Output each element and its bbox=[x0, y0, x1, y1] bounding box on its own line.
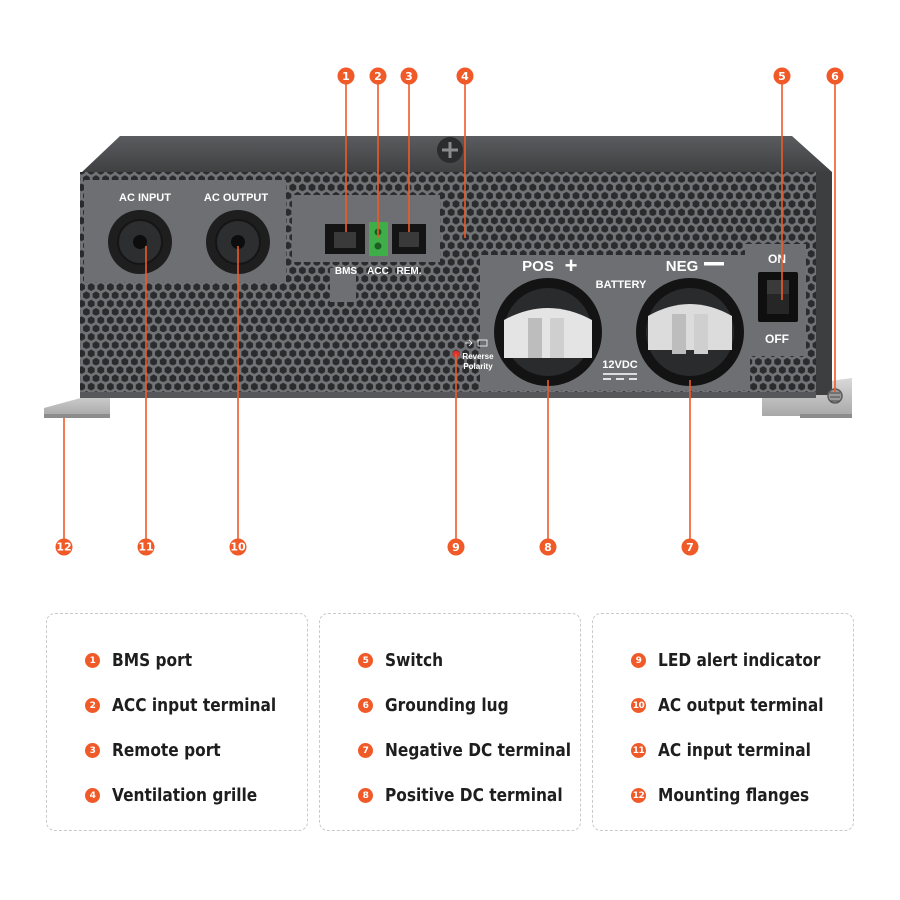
legend-label: Negative DC terminal bbox=[385, 740, 572, 761]
legend-item: 1 BMS port bbox=[85, 638, 307, 683]
positive-dc-terminal bbox=[494, 278, 602, 386]
rem-label: REM. bbox=[397, 266, 422, 277]
legend-badge: 11 bbox=[631, 743, 646, 758]
grounding-lug bbox=[827, 388, 843, 404]
switch-on-label: ON bbox=[768, 252, 786, 266]
legend-item: 12 Mounting flanges bbox=[631, 773, 853, 818]
legend-label: Mounting flanges bbox=[658, 785, 810, 806]
negative-dc-terminal bbox=[636, 278, 744, 386]
callout-badge-8: 8 bbox=[539, 538, 557, 556]
svg-text:5: 5 bbox=[778, 70, 786, 83]
bms-label: BMS bbox=[335, 266, 358, 277]
svg-text:6: 6 bbox=[831, 70, 839, 83]
legend-label: AC output terminal bbox=[658, 695, 824, 716]
legend-box-3: 9 LED alert indicator 10 AC output termina… bbox=[592, 613, 854, 831]
svg-text:1: 1 bbox=[342, 70, 350, 83]
inverter-diagram: AC INPUT AC OUTPUT BMS ACC REM. POS + NE… bbox=[44, 67, 852, 556]
ac-output-label: AC OUTPUT bbox=[204, 192, 268, 204]
legend-box-1: 1 BMS port 2 ACC input terminal 3 Remote po… bbox=[46, 613, 308, 831]
legend-box-2: 5 Switch 6 Grounding lug 7 Negative DC term… bbox=[319, 613, 581, 831]
switch-off-label: OFF bbox=[765, 332, 789, 346]
top-screw bbox=[437, 137, 463, 163]
legend-label: ACC input terminal bbox=[112, 695, 277, 716]
power-switch[interactable] bbox=[758, 272, 798, 322]
dc-symbol-icon bbox=[603, 373, 637, 380]
legend-item: 5 Switch bbox=[358, 638, 580, 683]
voltage-label: 12VDC bbox=[602, 359, 638, 371]
callout-badge-4: 4 bbox=[456, 67, 474, 85]
svg-text:9: 9 bbox=[452, 541, 460, 554]
svg-text:2: 2 bbox=[374, 70, 382, 83]
callout-badge-1: 1 bbox=[337, 67, 355, 85]
svg-text:11: 11 bbox=[138, 541, 153, 554]
legend-label: Ventilation grille bbox=[112, 785, 258, 806]
legend-label: AC input terminal bbox=[658, 740, 811, 761]
svg-text:3: 3 bbox=[405, 70, 413, 83]
legend-badge: 6 bbox=[358, 698, 373, 713]
pos-label: POS bbox=[522, 258, 554, 275]
callout-badge-6: 6 bbox=[826, 67, 844, 85]
acc-label: ACC bbox=[367, 266, 389, 277]
legend-label: BMS port bbox=[112, 650, 193, 671]
legend-item: 10 AC output terminal bbox=[631, 683, 853, 728]
legend-item: 6 Grounding lug bbox=[358, 683, 580, 728]
legend-item: 9 LED alert indicator bbox=[631, 638, 853, 683]
neg-label: NEG bbox=[666, 258, 699, 275]
minus-sign-icon bbox=[704, 262, 724, 266]
ac-input-terminal bbox=[108, 210, 172, 274]
callout-badge-5: 5 bbox=[773, 67, 791, 85]
legend-badge: 8 bbox=[358, 788, 373, 803]
svg-text:7: 7 bbox=[686, 541, 694, 554]
svg-text:10: 10 bbox=[230, 541, 246, 554]
legend-badge: 3 bbox=[85, 743, 100, 758]
ac-output-terminal bbox=[206, 210, 270, 274]
legend-item: 11 AC input terminal bbox=[631, 728, 853, 773]
legend-label: Switch bbox=[385, 650, 444, 671]
callout-badge-3: 3 bbox=[400, 67, 418, 85]
svg-text:12: 12 bbox=[56, 541, 71, 554]
callout-badge-2: 2 bbox=[369, 67, 387, 85]
legend-badge: 4 bbox=[85, 788, 100, 803]
legend-badge: 7 bbox=[358, 743, 373, 758]
callout-lines bbox=[63, 84, 836, 539]
legend-item: 4 Ventilation grille bbox=[85, 773, 307, 818]
battery-label: BATTERY bbox=[596, 279, 647, 291]
callout-badge-10: 10 bbox=[229, 538, 247, 556]
legend-label: LED alert indicator bbox=[658, 650, 821, 671]
callout-badge-12: 12 bbox=[55, 538, 73, 556]
svg-text:4: 4 bbox=[461, 70, 469, 83]
ac-input-label: AC INPUT bbox=[119, 192, 171, 204]
legend-item: 8 Positive DC terminal bbox=[358, 773, 580, 818]
legend-badge: 10 bbox=[631, 698, 646, 713]
legend-badge: 5 bbox=[358, 653, 373, 668]
legend-label: Grounding lug bbox=[385, 695, 509, 716]
legend-label: Remote port bbox=[112, 740, 221, 761]
legend-badge: 1 bbox=[85, 653, 100, 668]
svg-text:8: 8 bbox=[544, 541, 552, 554]
legend-badge: 9 bbox=[631, 653, 646, 668]
reverse-polarity-icon bbox=[465, 339, 488, 347]
callout-badge-7: 7 bbox=[681, 538, 699, 556]
callout-badge-11: 11 bbox=[137, 538, 155, 556]
reverse-label: Reverse bbox=[462, 352, 494, 361]
plus-sign-icon: + bbox=[565, 253, 578, 278]
polarity-label: Polarity bbox=[463, 362, 493, 371]
legend-label: Positive DC terminal bbox=[385, 785, 563, 806]
legend-item: 7 Negative DC terminal bbox=[358, 728, 580, 773]
legend-badge: 12 bbox=[631, 788, 646, 803]
legend-item: 3 Remote port bbox=[85, 728, 307, 773]
callout-badge-9: 9 bbox=[447, 538, 465, 556]
legend-item: 2 ACC input terminal bbox=[85, 683, 307, 728]
bms-port bbox=[325, 224, 365, 254]
legend-badge: 2 bbox=[85, 698, 100, 713]
